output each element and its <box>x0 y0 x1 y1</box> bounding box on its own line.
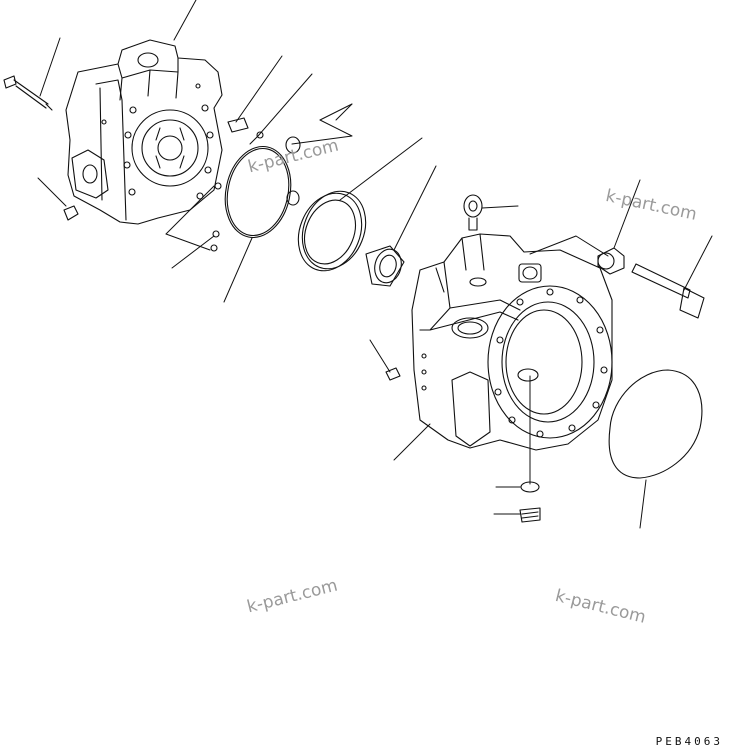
cover-pin <box>228 118 248 132</box>
drain-parts <box>520 482 540 522</box>
rear-o-ring <box>609 370 702 478</box>
cover-plug <box>64 206 78 220</box>
leader-lines <box>38 0 712 528</box>
bearing <box>366 246 405 286</box>
case-plug <box>386 368 400 380</box>
case-bolt <box>632 264 704 318</box>
pump-case <box>412 234 612 450</box>
seal-ring <box>287 182 377 281</box>
end-cover <box>66 40 222 224</box>
o-ring-small <box>211 132 300 251</box>
drawing-code: PEB4063 <box>655 735 723 748</box>
cover-bolt <box>4 76 52 110</box>
eye-bolt <box>464 195 482 230</box>
large-o-ring <box>217 140 299 243</box>
